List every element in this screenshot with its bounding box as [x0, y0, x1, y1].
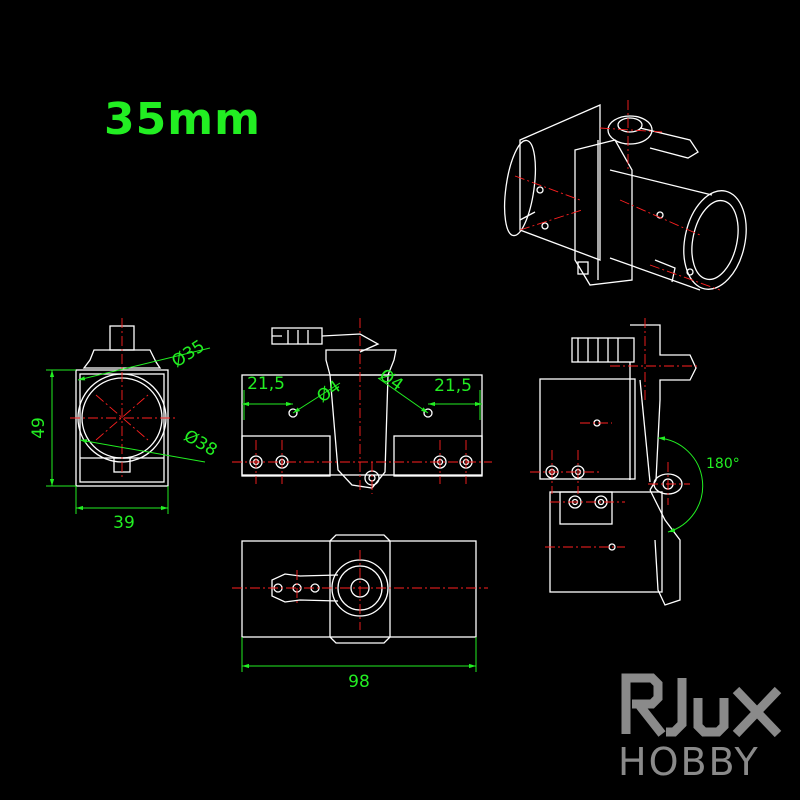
dim-length: 98: [348, 672, 370, 692]
top-centerlines: [232, 550, 488, 630]
side-centerlines: [232, 318, 492, 494]
brand-logo: HOBBY: [612, 668, 792, 788]
front-dimensions: [46, 347, 211, 514]
top-dimensions: [241, 637, 477, 672]
title: 35mm: [104, 94, 261, 145]
side-dimensions: [242, 377, 482, 420]
dim-angle: 180°: [706, 456, 740, 472]
dim-height: 49: [29, 417, 49, 439]
dim-offset-right: 21,5: [434, 376, 472, 396]
dim-dia-inner: Ø38: [180, 426, 220, 461]
fold-angle-arc: [657, 436, 704, 533]
isometric-centerlines: [514, 100, 721, 291]
dim-offset-left: 21,5: [247, 374, 285, 394]
dim-width: 39: [113, 513, 135, 533]
side-view: [241, 327, 483, 489]
rjx-logo-mark: [621, 673, 782, 738]
fold-view: [539, 324, 697, 606]
front-centerlines: [70, 318, 178, 478]
top-view: [241, 534, 477, 644]
isometric-view: [503, 104, 747, 291]
dim-hole-right: Ø4: [375, 365, 406, 395]
dim-dia-outer: Ø35: [168, 336, 208, 372]
brand-word: HOBBY: [618, 740, 760, 784]
fold-centerlines: [530, 318, 700, 548]
dim-hole-left: Ø4: [313, 377, 344, 407]
